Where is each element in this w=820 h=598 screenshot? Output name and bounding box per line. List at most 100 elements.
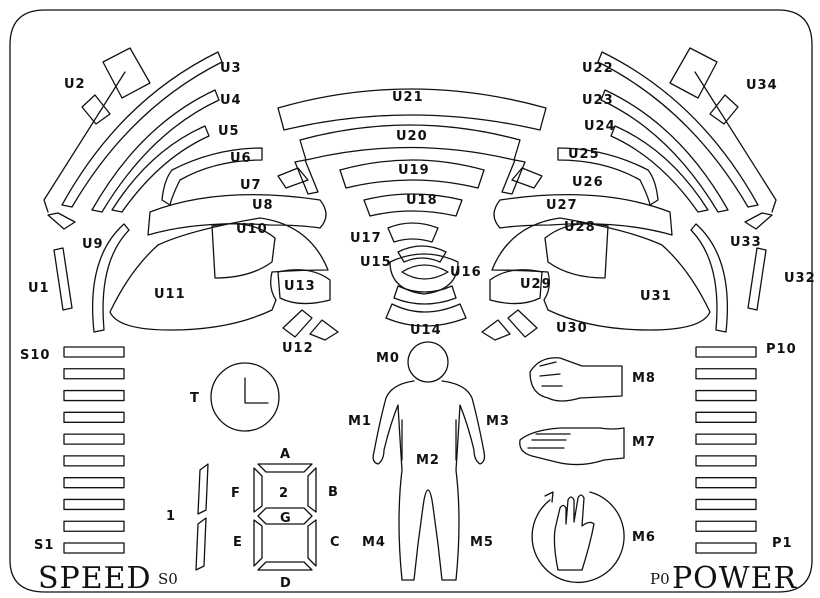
segment-u5: [111, 125, 210, 213]
segment-u26b: [501, 159, 526, 195]
segment-u24: [610, 125, 709, 213]
footer-speed-label: SPEED: [38, 561, 152, 596]
label-m1: M1: [348, 414, 372, 429]
speed-bar-7: [63, 411, 125, 423]
label-one: 1: [166, 509, 176, 524]
label-p1: P1: [772, 536, 793, 551]
segment-u16-ring: [389, 253, 459, 295]
segment-b: [307, 467, 317, 513]
head-icon: [407, 341, 449, 383]
speed-bar-2: [63, 520, 125, 532]
power-bar-8: [695, 389, 757, 402]
segment-u21: [277, 88, 547, 131]
segment-u28: [544, 223, 609, 279]
segment-u33: [690, 223, 729, 333]
segment-u34b: [709, 94, 739, 125]
label-c: C: [330, 535, 341, 550]
label-g: G: [280, 511, 292, 526]
segment-u31: [491, 217, 711, 331]
label-u3: U3: [220, 61, 242, 76]
speed-bar-3: [63, 498, 125, 511]
speed-bar-5: [63, 455, 125, 467]
segment-u4: [91, 89, 220, 213]
label-u24: U24: [584, 119, 616, 134]
body-outline: [372, 380, 486, 581]
segment-u30: [507, 309, 538, 338]
segment-u7: [277, 167, 309, 189]
segment-u7b: [294, 159, 319, 195]
footer-power-label: POWER: [672, 561, 798, 596]
clock-icon: [210, 362, 280, 432]
label-m6: M6: [632, 530, 656, 545]
label-u15: U15: [360, 255, 392, 270]
label-t: T: [190, 391, 200, 406]
label-u21: U21: [392, 90, 424, 105]
label-m2: M2: [416, 453, 440, 468]
segment-f: [253, 467, 263, 513]
label-u26: U26: [572, 175, 604, 190]
label-s1: S1: [34, 538, 54, 553]
label-u9: U9: [82, 237, 104, 252]
segment-g: [257, 507, 313, 525]
segment-u2: [102, 47, 151, 99]
segment-u12: [282, 309, 313, 338]
segment-u23: [600, 89, 729, 213]
label-u19: U19: [398, 163, 430, 178]
segment-u30b: [481, 319, 511, 341]
power-bar-1: [695, 542, 757, 554]
segment-u9: [91, 223, 130, 333]
segment-u26: [511, 167, 543, 189]
open-hand-icon: [519, 427, 625, 466]
label-u27: U27: [546, 198, 578, 213]
segment-u16: [401, 264, 449, 280]
human-body-icon: [372, 341, 486, 581]
seven-segment-digit: [253, 463, 317, 571]
label-u5: U5: [218, 124, 240, 139]
speed-bar-9: [63, 368, 125, 380]
power-bar-4: [695, 477, 757, 489]
speed-bar-8: [63, 389, 125, 402]
segment-u29: [489, 269, 543, 305]
label-s10: S10: [20, 348, 50, 363]
segment-u17: [387, 222, 439, 243]
segment-u1: [53, 247, 73, 311]
segment-u27: [493, 193, 673, 236]
power-bar-9: [695, 368, 757, 380]
segment-u34c: [744, 212, 773, 230]
label-u23: U23: [582, 93, 614, 108]
segment-c: [307, 519, 317, 567]
label-u13: U13: [284, 279, 316, 294]
power-bar-3: [695, 498, 757, 511]
segment-a: [257, 463, 313, 473]
label-u34: U34: [746, 78, 778, 93]
power-bar-10: [695, 346, 757, 358]
label-u16: U16: [450, 265, 482, 280]
label-u31: U31: [640, 289, 672, 304]
speed-bar-1: [63, 542, 125, 554]
segment-d: [257, 561, 313, 571]
label-u4: U4: [220, 93, 242, 108]
digit-one-top-segment: [197, 463, 209, 515]
speed-bar-group: [63, 346, 125, 554]
label-u6: U6: [230, 151, 252, 166]
label-m0: M0: [376, 351, 400, 366]
footer-p0-label: P0: [650, 570, 670, 588]
power-bar-7: [695, 411, 757, 423]
segment-u2c: [47, 212, 76, 230]
power-bar-group: [695, 346, 757, 554]
power-bar-6: [695, 433, 757, 445]
segment-u18: [363, 193, 463, 217]
segment-u3: [61, 51, 223, 208]
label-m4: M4: [362, 535, 386, 550]
label-u22: U22: [582, 61, 614, 76]
segment-u6: [161, 147, 263, 206]
panel-outline: [9, 9, 813, 593]
segment-u12b: [309, 319, 339, 341]
label-digit-value: 2: [279, 486, 289, 501]
label-d: D: [280, 576, 292, 591]
label-u11: U11: [154, 287, 186, 302]
segment-u2-line: [43, 71, 126, 213]
segment-u34-line: [694, 71, 777, 213]
